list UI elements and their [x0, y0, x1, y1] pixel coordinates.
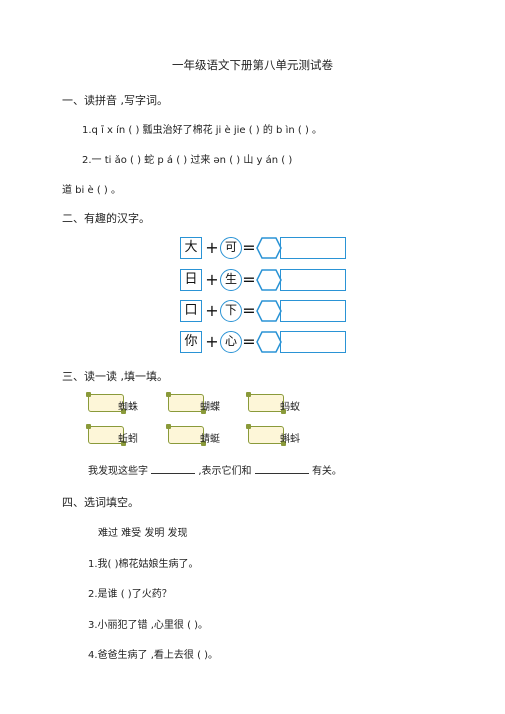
plus-sign: + — [205, 270, 219, 289]
word-bank: 难过 难受 发明 发现 — [98, 528, 188, 539]
blank-line[interactable] — [254, 462, 309, 474]
answer-hexagon[interactable] — [256, 300, 282, 322]
fill-item: 2.是谁 ( )了火药？ — [88, 589, 172, 600]
char-combo-row: 大 + 可 = — [180, 237, 350, 259]
write-box[interactable] — [166, 424, 206, 446]
equals-sign: = — [242, 270, 256, 289]
component-left: 你 — [180, 331, 202, 353]
fill-item: 3.小丽犯了错 ,心里很 ( )。 — [88, 620, 209, 631]
answer-hexagon[interactable] — [256, 237, 282, 259]
answer-box[interactable] — [280, 331, 346, 353]
insect-word: 蜘蛛 — [118, 402, 138, 413]
section-3-heading: 三、读一读 ,填一填。 — [62, 370, 168, 383]
answer-hexagon[interactable] — [256, 269, 282, 291]
equals-sign: = — [242, 301, 256, 320]
insect-word: 蚯蚓 — [118, 434, 138, 445]
section-2-heading: 二、有趣的汉字。 — [62, 212, 150, 225]
fill-item: 1.我( )棉花姑娘生病了。 — [88, 559, 199, 570]
fill-item: 4.爸爸生病了 ,看上去很 ( )。 — [88, 650, 219, 661]
component-right: 下 — [220, 300, 242, 322]
sentence-part: 有关。 — [311, 466, 342, 477]
char-combo-row: 口 + 下 = — [180, 300, 350, 322]
plus-sign: + — [205, 332, 219, 351]
answer-hexagon[interactable] — [256, 331, 282, 353]
component-right: 可 — [220, 237, 242, 259]
page-title: 一年级语文下册第八单元测试卷 — [172, 58, 333, 72]
pinyin-line-3: 道 bi è ( ) 。 — [62, 185, 121, 196]
equals-sign: = — [242, 332, 256, 351]
section-1-heading: 一、读拼音 ,写字词。 — [62, 94, 168, 107]
char-combo-row: 日 + 生 = — [180, 269, 350, 291]
insect-word: 蜻蜓 — [200, 434, 220, 445]
pinyin-line-2: 2.一 ti ǎo ( ) 蛇 p á ( ) 过来 ən ( ) 山 y án… — [82, 155, 293, 166]
pinyin-line-1: 1.q ī x ín ( ) 瓢虫治好了棉花 ji è jie ( ) 的 b … — [82, 125, 323, 136]
insect-word: 蚂蚁 — [280, 402, 300, 413]
answer-box[interactable] — [280, 300, 346, 322]
insect-word: 蝌蚪 — [280, 434, 300, 445]
insect-word: 蝴蝶 — [200, 402, 220, 413]
write-box[interactable] — [86, 392, 126, 414]
write-box[interactable] — [86, 424, 126, 446]
blank-line[interactable] — [151, 462, 196, 474]
component-left: 大 — [180, 237, 202, 259]
component-right: 心 — [220, 331, 242, 353]
write-box[interactable] — [246, 392, 286, 414]
answer-box[interactable] — [280, 237, 346, 259]
char-combo-row: 你 + 心 = — [180, 331, 350, 353]
plus-sign: + — [205, 301, 219, 320]
answer-box[interactable] — [280, 269, 346, 291]
section-4-heading: 四、选词填空。 — [62, 496, 139, 509]
plus-sign: + — [205, 238, 219, 257]
component-left: 日 — [180, 269, 202, 291]
component-right: 生 — [220, 269, 242, 291]
write-box[interactable] — [246, 424, 286, 446]
component-left: 口 — [180, 300, 202, 322]
sentence-part: 我发现这些字 — [88, 466, 148, 477]
equals-sign: = — [242, 238, 256, 257]
discovery-sentence: 我发现这些字 ,表示它们和 有关。 — [88, 462, 342, 477]
write-box[interactable] — [166, 392, 206, 414]
sentence-part: ,表示它们和 — [198, 466, 252, 477]
